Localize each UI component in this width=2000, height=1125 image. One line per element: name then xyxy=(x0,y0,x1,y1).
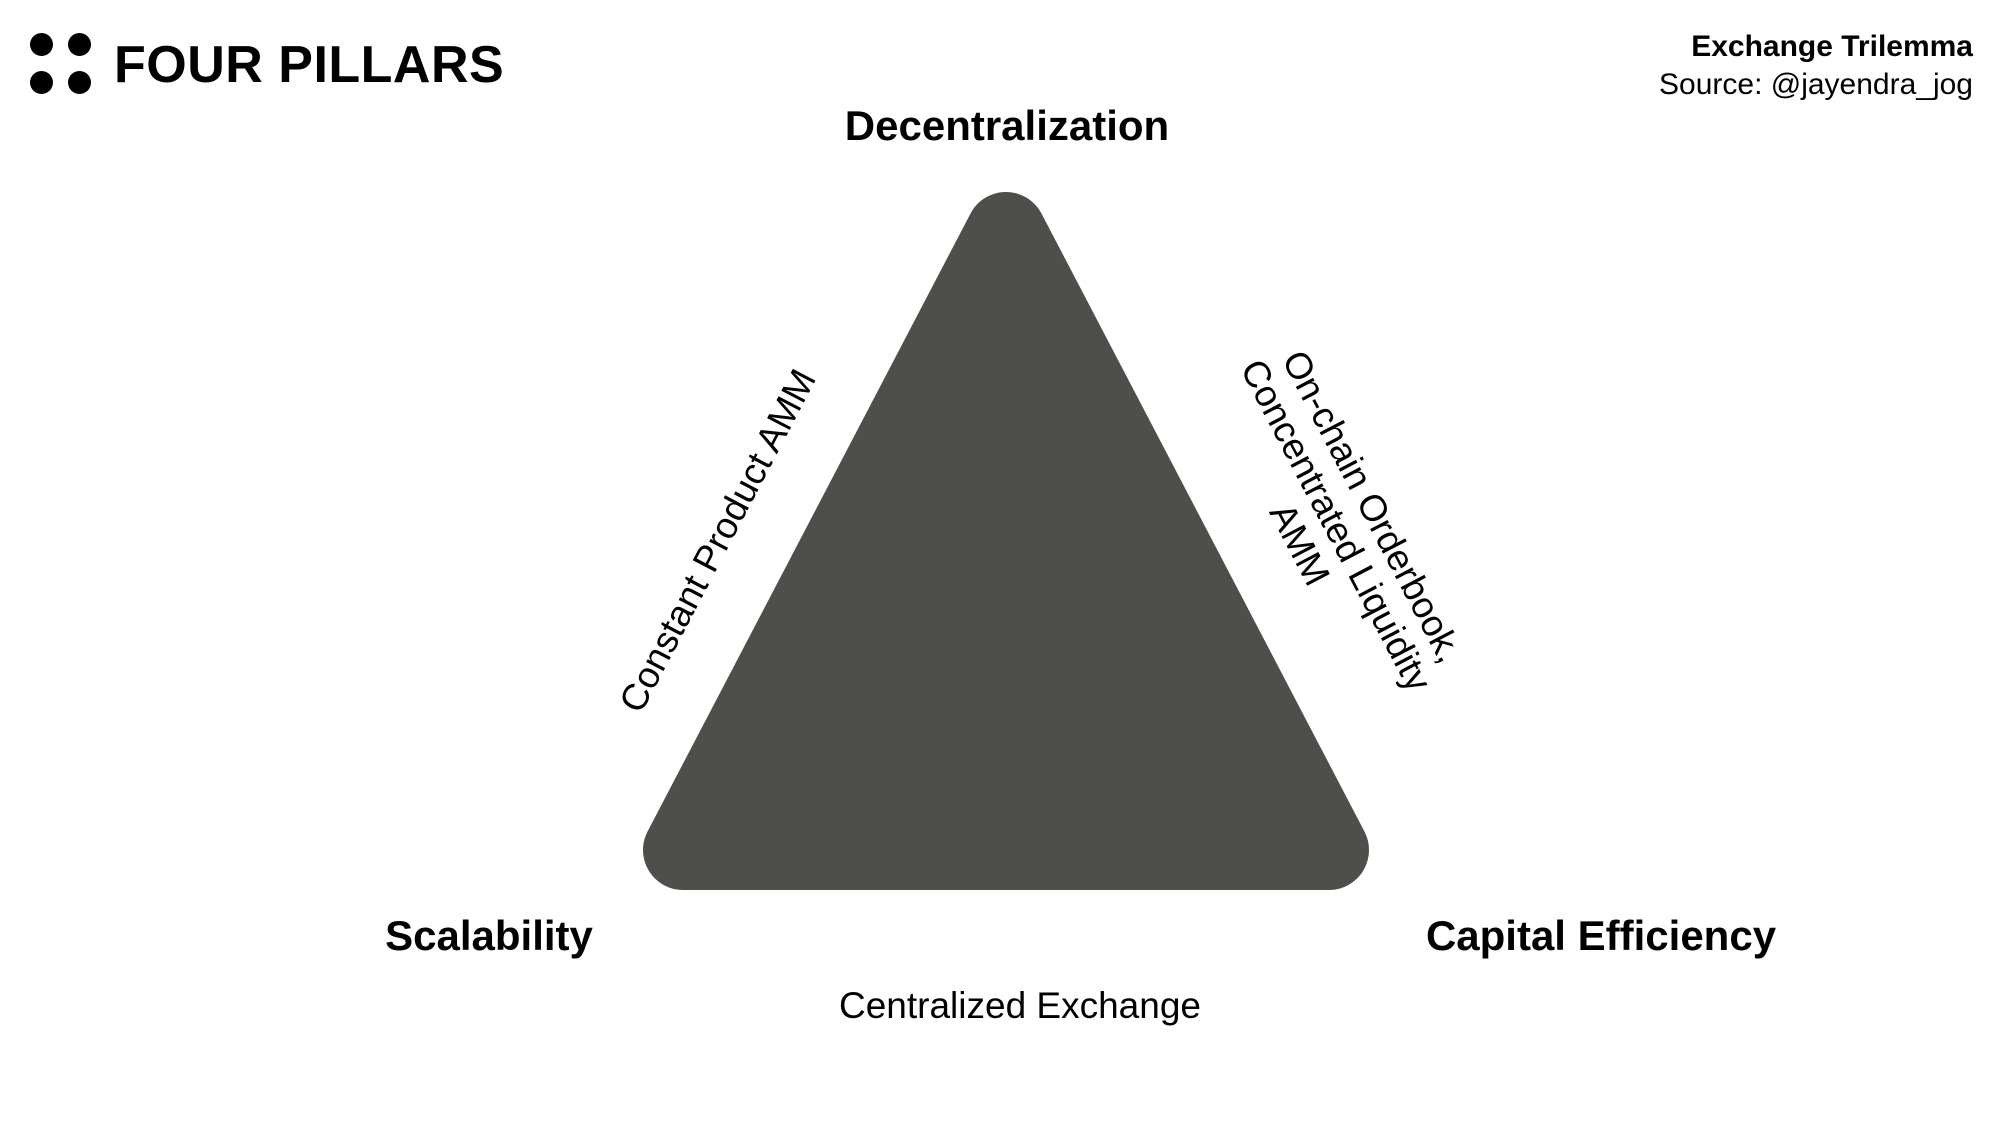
triangle-fill xyxy=(652,201,1360,881)
vertex-label-decentralization: Decentralization xyxy=(845,102,1169,149)
vertex-label-capital-efficiency: Capital Efficiency xyxy=(1426,912,1777,959)
header-info: Exchange Trilemma Source: @jayendra_jog xyxy=(1659,28,1973,104)
four-dots-icon xyxy=(30,33,94,97)
brand-logo: FOUR PILLARS xyxy=(30,33,504,97)
edge-label-centralized-exchange: Centralized Exchange xyxy=(839,985,1201,1026)
diagram-title: Exchange Trilemma xyxy=(1691,30,1973,63)
brand-name: FOUR PILLARS xyxy=(114,36,505,94)
source-credit: Source: @jayendra_jog xyxy=(1659,68,1973,101)
vertex-label-scalability: Scalability xyxy=(385,912,593,959)
